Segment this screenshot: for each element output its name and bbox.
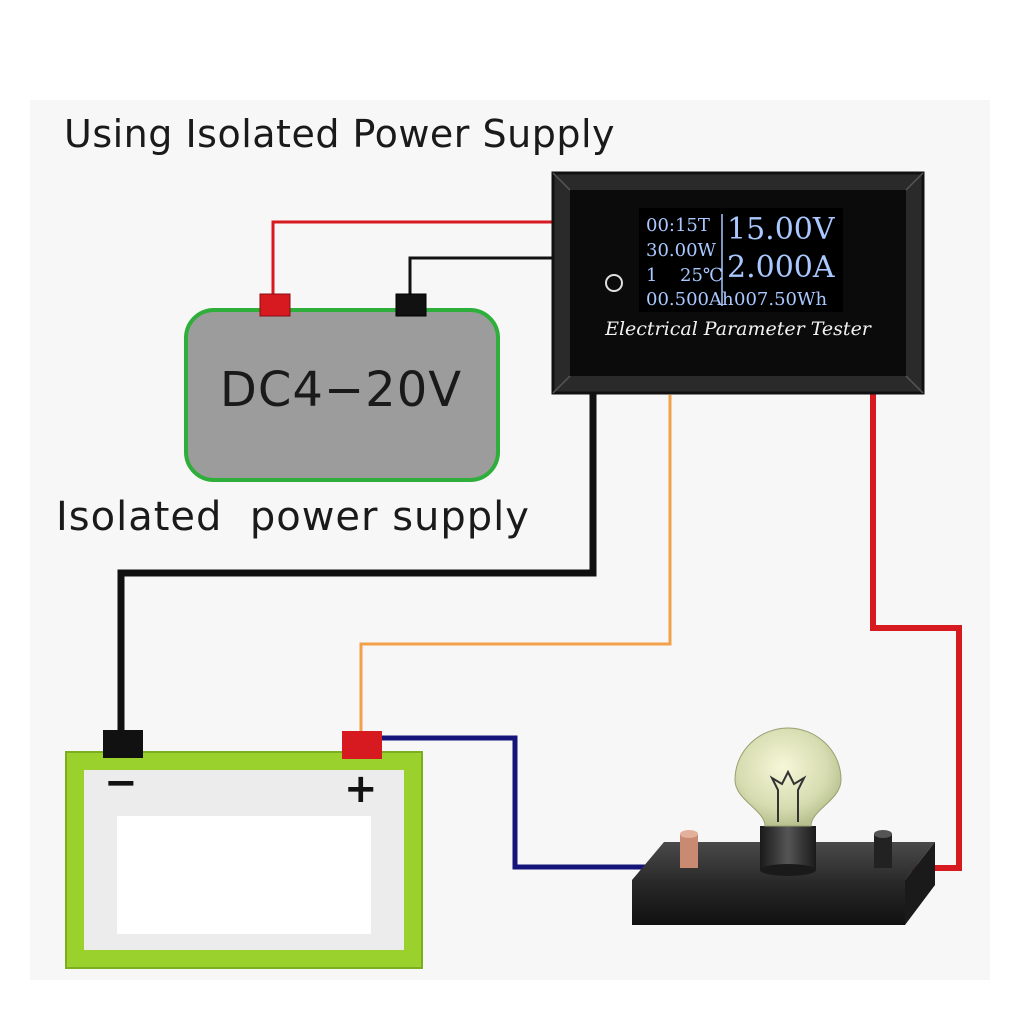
display-current: 2.000A bbox=[727, 250, 835, 285]
bezel-bevel-tr bbox=[905, 172, 924, 191]
tester-button-icon bbox=[605, 274, 623, 292]
battery-label-area bbox=[117, 816, 371, 934]
lamp-base-front bbox=[632, 880, 905, 925]
wire-black-psu-to-tester bbox=[408, 256, 556, 300]
lamp-post-left bbox=[680, 834, 698, 868]
display-channel: 1 bbox=[646, 265, 658, 286]
lamp-post-right bbox=[874, 834, 892, 868]
psu-terminal-negative bbox=[395, 293, 427, 317]
battery-terminal-negative bbox=[103, 730, 143, 758]
wire-orange-tester-to-battery bbox=[359, 395, 672, 735]
battery-negative-sign: − bbox=[104, 760, 138, 806]
display-capacity: 00.500Ah bbox=[646, 289, 734, 310]
tester-screen bbox=[639, 208, 843, 312]
psu-terminal-positive bbox=[259, 293, 291, 317]
battery-positive-sign: + bbox=[344, 766, 378, 812]
psu-caption: Isolated power supply bbox=[56, 494, 530, 540]
battery-terminal-positive bbox=[342, 731, 382, 759]
display-energy: 007.50Wh bbox=[734, 289, 828, 310]
lamp-socket bbox=[760, 826, 816, 870]
lamp-base-side bbox=[905, 842, 935, 925]
display-time: 00:15T bbox=[646, 215, 710, 236]
display-power: 30.00W bbox=[646, 240, 717, 261]
bulb-filament bbox=[769, 769, 807, 822]
bezel-bevel-bl bbox=[552, 375, 571, 394]
power-supply-box bbox=[184, 308, 500, 482]
bezel-bevel-br bbox=[905, 375, 924, 394]
diagram-heading: Using Isolated Power Supply bbox=[64, 112, 615, 156]
display-voltage: 15.00V bbox=[727, 212, 835, 247]
wire-red-psu-to-tester bbox=[271, 220, 556, 300]
display-temperature: 25℃ bbox=[680, 265, 724, 286]
wire-blue-battery-to-lamp bbox=[378, 735, 690, 870]
lamp-post-left-top bbox=[680, 830, 698, 838]
lamp-socket-base bbox=[760, 864, 816, 876]
psu-voltage-label: DC4−20V bbox=[219, 362, 463, 418]
tester-label: Electrical Parameter Tester bbox=[605, 318, 871, 340]
bezel-bevel-tl bbox=[552, 172, 571, 191]
lamp-post-right-top bbox=[874, 830, 892, 838]
light-bulb-icon bbox=[734, 727, 842, 827]
wire-black-tester-to-battery bbox=[117, 393, 597, 735]
